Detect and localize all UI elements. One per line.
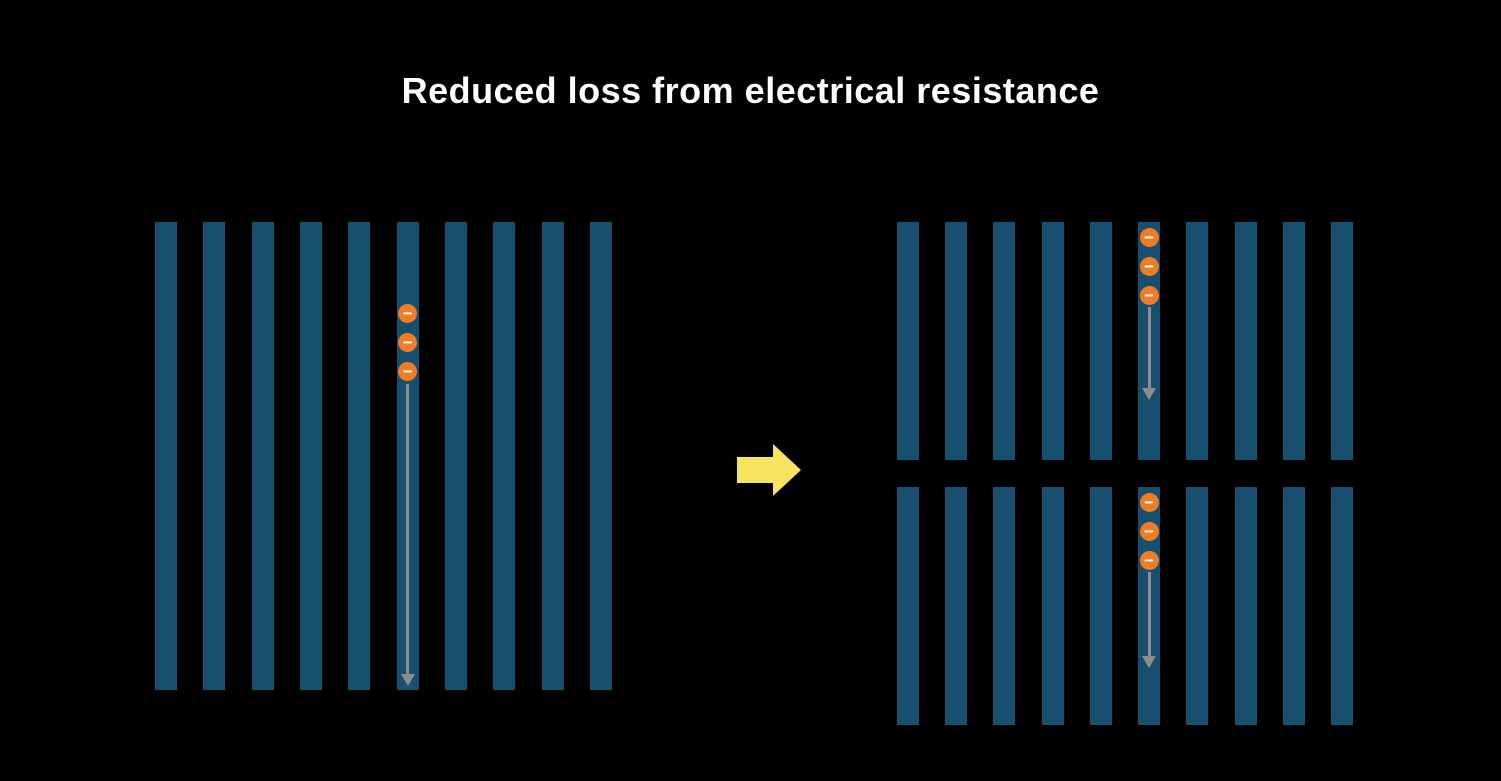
transition-arrow-head — [773, 444, 801, 496]
electrode-bar — [1186, 487, 1208, 725]
electrode-bar — [493, 222, 515, 690]
electron-icon: − — [1139, 227, 1159, 247]
electrode-group-split-top: − − − — [897, 222, 1353, 460]
electron-icon: − — [1139, 521, 1159, 541]
diagram-title: Reduced loss from electrical resistance — [401, 70, 1100, 111]
electron-path-line — [1147, 307, 1151, 388]
electrode-bar — [897, 487, 919, 725]
electron-path-arrowhead — [400, 674, 415, 686]
electron-icon: − — [398, 332, 418, 352]
electrode-bar — [993, 487, 1015, 725]
electrode-bar — [1042, 222, 1064, 460]
electrode-bar — [1283, 487, 1305, 725]
electron-icon: − — [398, 303, 418, 323]
electrode-bar — [300, 222, 322, 690]
electron-path-arrowhead — [1142, 656, 1157, 668]
electrode-bar — [1042, 487, 1064, 725]
electrode-bar — [542, 222, 564, 690]
electron-icon: − — [1139, 256, 1159, 276]
electrode-bar — [1186, 222, 1208, 460]
electrode-bar — [1235, 222, 1257, 460]
electron-icon: − — [1139, 550, 1159, 570]
electron-icon: − — [1139, 492, 1159, 512]
transition-arrow-shaft — [737, 457, 773, 483]
electrode-group-split-bottom: − − − — [897, 487, 1353, 725]
electrode-bar — [1331, 222, 1353, 460]
electrode-bar — [348, 222, 370, 690]
electrode-bar — [1331, 487, 1353, 725]
electron-path-line — [1147, 572, 1151, 656]
electrode-bar — [155, 222, 177, 690]
electrode-bar — [993, 222, 1015, 460]
electrode-bar — [203, 222, 225, 690]
electrode-bar — [1235, 487, 1257, 725]
electrode-bar — [590, 222, 612, 690]
electrode-bar — [945, 222, 967, 460]
electrode-bar — [445, 222, 467, 690]
electrode-bar — [897, 222, 919, 460]
electrode-bar — [1090, 222, 1112, 460]
transition-arrow-icon — [737, 444, 801, 496]
electron-icon: − — [398, 361, 418, 381]
electrode-bar — [1090, 487, 1112, 725]
electrode-bar — [1283, 222, 1305, 460]
electrode-bar — [945, 487, 967, 725]
electron-icon: − — [1139, 285, 1159, 305]
electron-path-line — [406, 384, 410, 674]
electrode-group-long: − − − — [155, 222, 612, 690]
electron-path-arrowhead — [1142, 388, 1157, 400]
electrode-bar — [252, 222, 274, 690]
